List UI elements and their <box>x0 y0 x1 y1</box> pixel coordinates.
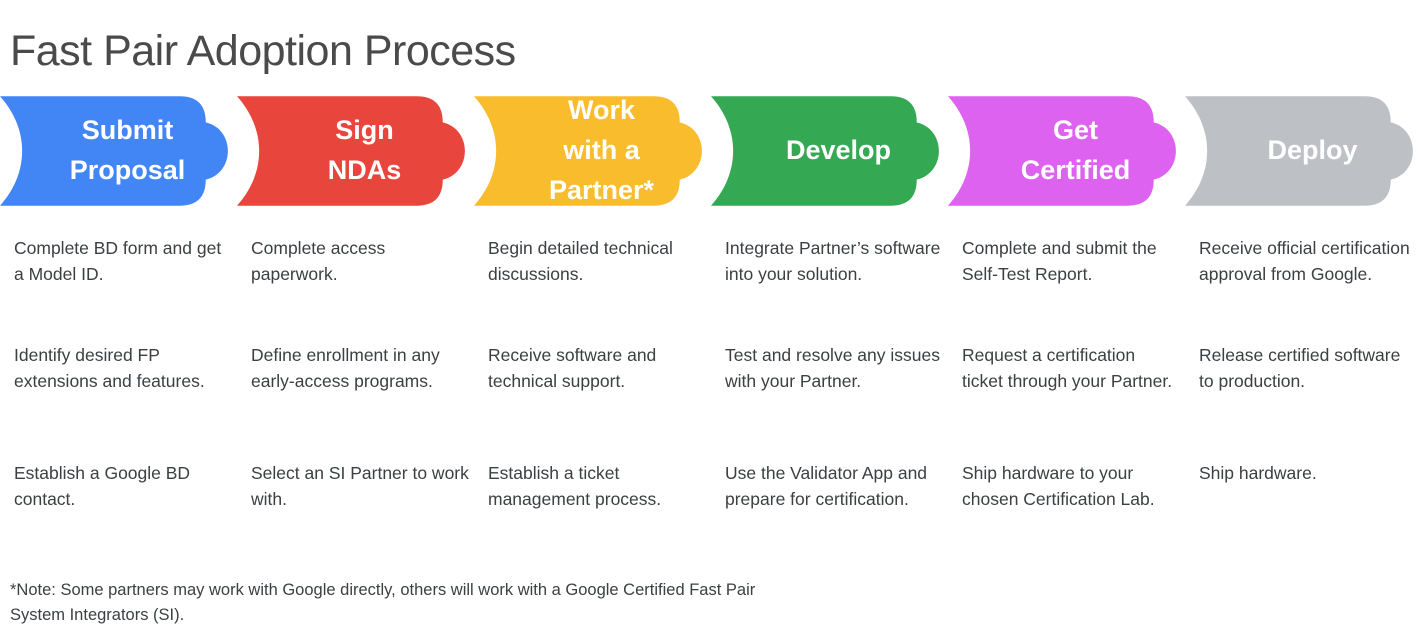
stage-banner-label-sign-ndas: Sign NDAs <box>327 115 402 185</box>
stage-item: Request a certification ticket through y… <box>962 345 1173 391</box>
stage-banner-shape-develop <box>711 96 939 206</box>
stage-item: Receive official certification approval … <box>1199 238 1410 284</box>
stage-banner-label-work-with-a-partner: Work with a Partner* <box>548 95 655 205</box>
stage-item: Ship hardware. <box>1199 463 1317 483</box>
stage-item: Ship hardware to your chosen Certificati… <box>962 463 1155 509</box>
stage-banner-label-deploy: Deploy <box>1267 135 1358 166</box>
stage-banner-shape-work-with-a-partner <box>474 96 702 206</box>
stage-banner-deploy[interactable]: Deploy <box>1185 88 1422 214</box>
stage-banner-get-certified[interactable]: Get Certified <box>948 88 1185 214</box>
stage-banner-label-get-certified: Get Certified <box>1020 115 1131 185</box>
stage-banner-shape-submit-proposal <box>0 96 228 206</box>
stage-item: Establish a Google BD contact. <box>14 463 191 509</box>
stage-banner-develop[interactable]: Develop <box>711 88 948 214</box>
stage-item: Establish a ticket management process. <box>488 463 662 509</box>
stage-item: Use the Validator App and prepare for ce… <box>725 463 928 509</box>
stage-banner-shape-get-certified <box>948 96 1176 206</box>
stage-banner-shape-deploy <box>1185 96 1413 206</box>
process-stage-banners: Submit Proposal Sign NDAs Work with a Part… <box>0 88 1423 214</box>
footnote-note: *Note: Some partners may work with Googl… <box>10 581 756 624</box>
stage-item: Release certified software to production… <box>1199 345 1401 391</box>
stage-item: Define enrollment in any early-access pr… <box>251 345 440 391</box>
stage-banner-work-with-a-partner[interactable]: Work with a Partner* <box>474 88 711 214</box>
stage-item: Complete and submit the Self-Test Report… <box>962 238 1157 284</box>
page-title: Fast Pair Adoption Process <box>10 26 516 75</box>
stage-item: Receive software and technical support. <box>488 345 657 391</box>
stage-banner-shape-sign-ndas <box>237 96 465 206</box>
stage-item: Complete access paperwork. <box>251 238 386 284</box>
stage-item: Integrate Partner’s software into your s… <box>725 238 941 284</box>
stage-banner-label-develop: Develop <box>785 135 892 166</box>
stage-banner-submit-proposal[interactable]: Submit Proposal <box>0 88 237 214</box>
stage-item: Begin detailed technical discussions. <box>488 238 673 284</box>
stage-item: Complete BD form and get a Model ID. <box>14 238 222 284</box>
stage-banner-sign-ndas[interactable]: Sign NDAs <box>237 88 474 214</box>
stage-banner-label-submit-proposal: Submit Proposal <box>69 115 186 185</box>
stage-item: Test and resolve any issues with your Pa… <box>725 345 940 391</box>
stage-item: Select an SI Partner to work with. <box>251 463 469 509</box>
stage-item: Identify desired FP extensions and featu… <box>14 345 205 391</box>
